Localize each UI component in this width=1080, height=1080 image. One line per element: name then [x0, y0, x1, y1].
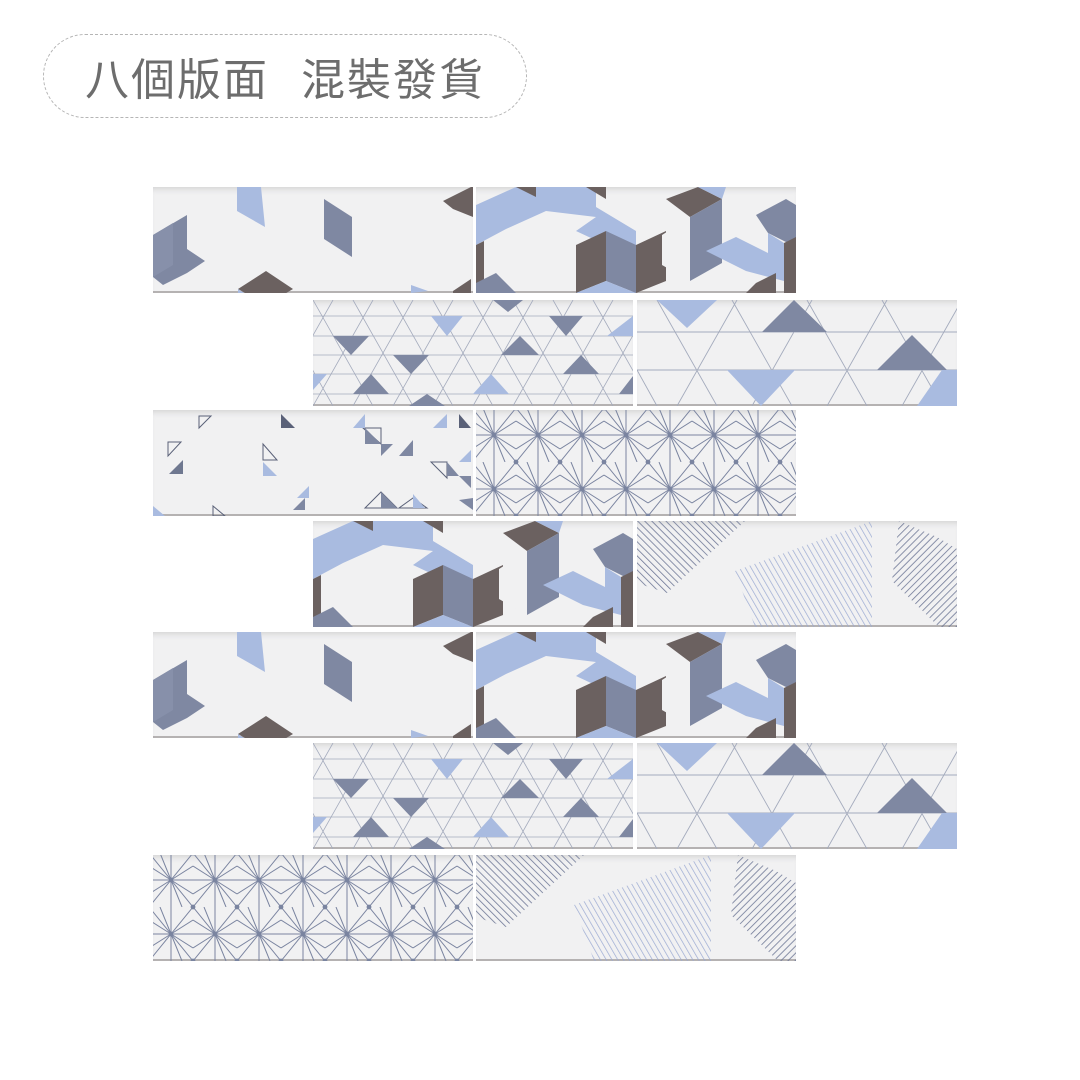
tile-triangle-grid-dense	[313, 300, 633, 406]
triangle-grid-large-pattern	[637, 300, 957, 406]
asanoha-star-pattern	[476, 410, 796, 516]
tile-triangle-grid-dense	[313, 743, 633, 849]
tile-triangle-grid-large	[637, 743, 957, 849]
diagonal-stripes-pattern	[476, 855, 796, 961]
title-badge: 八個版面 混裝發貨	[43, 34, 527, 118]
diagonal-stripes-pattern	[637, 521, 957, 627]
triangle-grid-dense-pattern	[313, 743, 633, 849]
isometric-cubes-pattern	[476, 632, 796, 738]
isometric-cubes-pattern	[476, 187, 796, 293]
tile-isometric-cubes	[476, 187, 796, 293]
tile-small-triangles	[153, 410, 473, 516]
tile-isometric-cubes	[313, 521, 633, 627]
tile-diagonal-stripes	[637, 521, 957, 627]
tile-diagonal-stripes	[476, 855, 796, 961]
triangle-grid-large-pattern	[637, 743, 957, 849]
small-triangles-pattern	[153, 413, 473, 516]
scattered-rhombus-pattern	[153, 632, 473, 738]
tile-isometric-cubes	[476, 632, 796, 738]
tile-asanoha-star	[153, 855, 473, 961]
tile-scattered-rhombus	[153, 632, 473, 738]
tile-triangle-grid-large	[637, 300, 957, 406]
asanoha-star-pattern	[153, 855, 473, 961]
tile-scattered-rhombus	[153, 187, 473, 293]
tile-asanoha-star	[476, 410, 796, 516]
title-text: 八個版面 混裝發貨	[85, 55, 485, 106]
scattered-rhombus-pattern	[153, 187, 473, 293]
triangle-grid-dense-pattern	[313, 300, 633, 406]
isometric-cubes-pattern	[313, 521, 633, 627]
